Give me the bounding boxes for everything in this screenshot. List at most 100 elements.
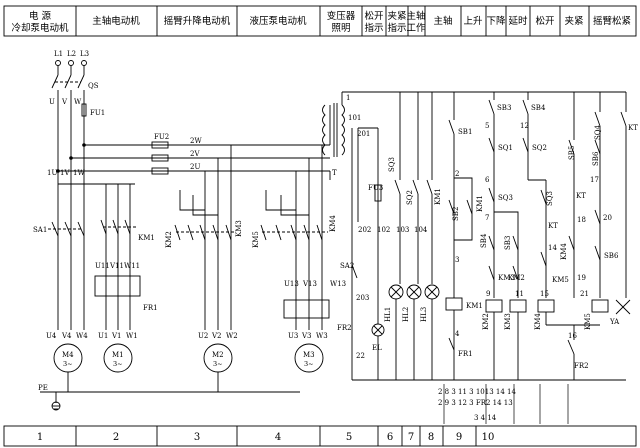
label-SQ3-c: SQ3 — [546, 191, 554, 206]
label-FR2: FR2 — [337, 324, 352, 332]
label-SB3: SB3 — [497, 104, 511, 112]
label-V13: V13 — [302, 280, 317, 288]
xref-row1: 2 8 3 11 3 1013 14 14 — [438, 388, 516, 396]
label-QS: QS — [88, 82, 99, 90]
label-SB3-b: SB3 — [504, 236, 512, 250]
label-M3: M3 — [303, 351, 315, 359]
relay-FR1 — [94, 275, 141, 297]
header-col14: 夹紧 — [564, 15, 583, 27]
label-HL3: HL3 — [420, 307, 428, 322]
num-5: 5 — [485, 122, 489, 130]
header-col2: 主轴电动机 — [92, 15, 140, 27]
label-KM1-aux: KM1 — [434, 188, 442, 205]
label-KT-a: KT — [548, 222, 558, 230]
coil-KM5 — [591, 299, 609, 313]
label-L3: L3 — [80, 50, 89, 58]
label-n102: 102 — [377, 226, 390, 234]
label-YA: YA — [609, 318, 620, 326]
label-KM1-coil: KM1 — [466, 302, 483, 310]
label-PE: PE — [38, 384, 48, 392]
terminal-L3 — [81, 60, 87, 66]
header-col6-line2: 指示 — [364, 22, 383, 34]
label-SQ2-a: SQ2 — [406, 190, 414, 205]
label-SQ2-b: SQ2 — [532, 144, 547, 152]
label-1U: 1U — [47, 169, 57, 177]
label-1V: 1V — [60, 169, 70, 177]
label-KM3-coil: KM3 — [504, 313, 512, 330]
label-SA1: SA1 — [33, 226, 47, 234]
label-KM5-int: KM5 — [552, 276, 569, 284]
coil-KT — [537, 299, 555, 313]
arm-lift-motor-section: KM2 KM3 U2 V2 W2 M2 3~ — [165, 145, 243, 392]
num-17: 17 — [590, 176, 599, 184]
header-table: 电 源 冷却泵电动机 主轴电动机 摇臂升降电动机 液压泵电动机 变压器 照明 松… — [3, 5, 637, 37]
header-col9: 主轴 — [433, 15, 452, 27]
label-FR1-ctl: FR1 — [458, 350, 473, 358]
label-V11: V11 — [109, 262, 124, 270]
label-n104: 104 — [414, 226, 428, 234]
motor-M3 — [294, 343, 324, 373]
num-2: 2 — [455, 170, 459, 178]
header-col1-line1: 电 源 — [29, 10, 52, 22]
label-FU2: FU2 — [154, 133, 169, 141]
header-col10: 上升 — [463, 16, 483, 27]
footer-table: 1 2 3 4 5 6 7 8 9 10 — [3, 425, 637, 447]
label-FR1: FR1 — [143, 304, 158, 312]
fuse-FU2-c — [151, 167, 169, 175]
header-col5-line1: 变压器 — [327, 10, 356, 22]
num-14: 14 — [548, 244, 557, 252]
power-section: L1 L2 L3 QS U V W FU1 FU2 2W 2V 2U — [33, 50, 330, 411]
label-FU3: FU3 — [368, 184, 383, 192]
label-KM4: KM4 — [329, 215, 337, 232]
header-col3: 摇臂升降电动机 — [164, 15, 231, 27]
fuse-FU2-a — [151, 141, 169, 149]
header-col7-line1: 夹紧 — [387, 10, 406, 22]
label-U1: U1 — [98, 332, 108, 340]
label-KM5: KM5 — [252, 231, 260, 248]
num-16: 16 — [568, 332, 577, 340]
label-U2: U2 — [198, 332, 208, 340]
label-SB4-a: SB4 — [480, 233, 488, 248]
label-W: W — [74, 98, 82, 106]
label-KM3-int: KM3 — [498, 274, 515, 282]
header-col13: 松开 — [535, 15, 555, 27]
label-V1: V1 — [111, 332, 122, 340]
footer-col10: 10 — [482, 432, 495, 443]
label-SB5: SB5 — [568, 146, 576, 160]
label-1W: 1W — [73, 169, 85, 177]
label-V: V — [61, 98, 68, 106]
label-U4: U4 — [46, 332, 57, 340]
label-U3: U3 — [288, 332, 298, 340]
label-HL2: HL2 — [402, 307, 410, 322]
label-KM1-hold: KM1 — [476, 195, 484, 212]
label-W13: W13 — [330, 280, 346, 288]
label-SQ3-b: SQ3 — [498, 194, 513, 202]
label-W4: W4 — [76, 332, 88, 340]
label-SB4-top: SB4 — [531, 104, 546, 112]
label-V2: V2 — [211, 332, 222, 340]
label-KT-b: KT — [576, 192, 586, 200]
label-n22: 22 — [356, 352, 365, 360]
num-21: 21 — [580, 290, 589, 298]
coil-KM3 — [509, 299, 527, 313]
header-col8-line1: 主轴 — [406, 10, 425, 22]
terminal-L2 — [68, 60, 74, 66]
label-W3: W3 — [316, 332, 328, 340]
label-n201: 201 — [357, 130, 370, 138]
footer-col2: 2 — [113, 432, 119, 443]
label-SQ4: SQ4 — [594, 124, 602, 140]
label-KM2-coil: KM2 — [482, 313, 490, 330]
label-KM4-coil: KM4 — [534, 313, 542, 330]
footer-col5: 5 — [346, 432, 352, 443]
label-2W: 2W — [190, 137, 202, 145]
label-KM1-main: KM1 — [138, 234, 155, 242]
label-KT-c: KT — [628, 124, 638, 132]
label-V3: V3 — [301, 332, 312, 340]
num-4: 4 — [455, 330, 460, 338]
label-n202: 202 — [358, 226, 371, 234]
header-col8-line2: 工作 — [406, 22, 426, 34]
num-6: 6 — [485, 176, 490, 184]
label-T: T — [332, 169, 337, 177]
label-FU1: FU1 — [90, 109, 105, 117]
